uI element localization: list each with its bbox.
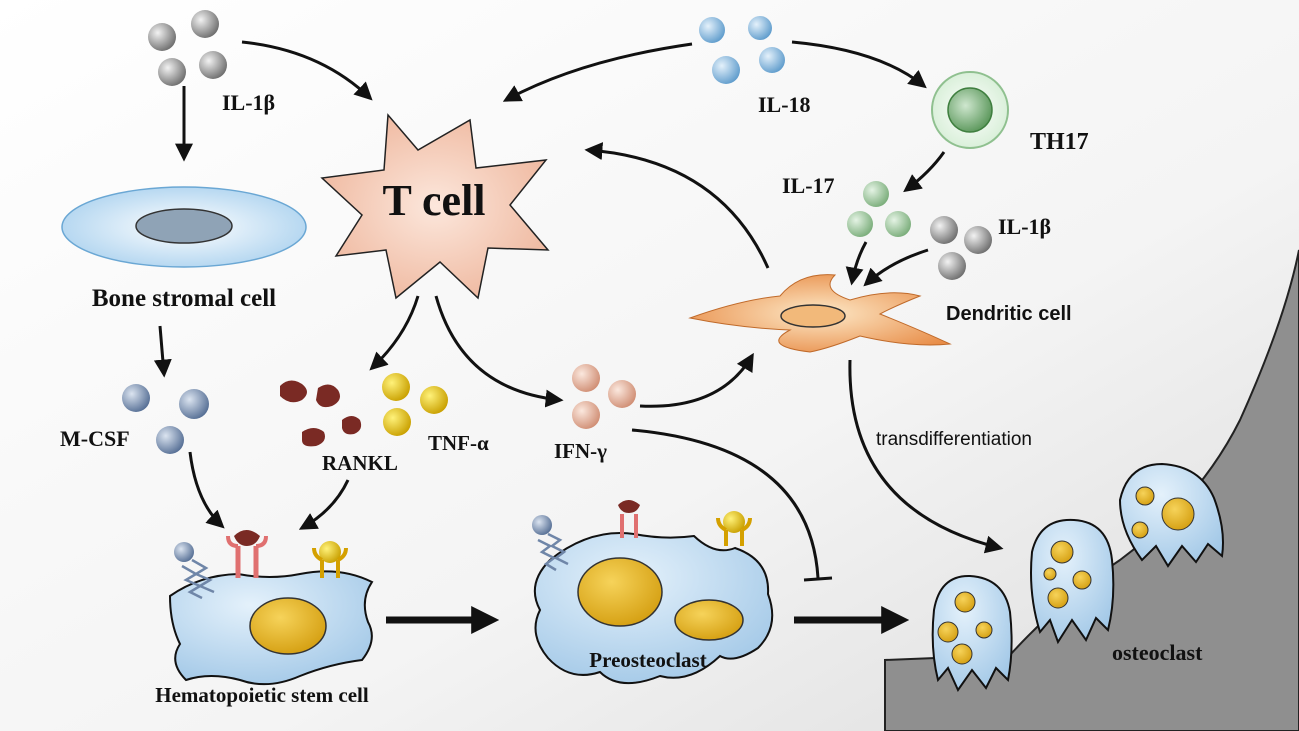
il18-cytokines	[699, 16, 785, 84]
inhibit-ifng-to-osteoclast	[631, 428, 820, 579]
pre-mcsf-receptor	[532, 515, 569, 572]
arrow-il1b-to-tcell	[241, 40, 373, 101]
transdiff-label: transdifferentiation	[876, 429, 1032, 450]
osteoclast-cell-3	[1118, 462, 1224, 568]
t-cell	[320, 113, 550, 300]
bone-stromal-label: Bone stromal cell	[92, 285, 276, 312]
arrow-il1b-to-dendritic	[863, 248, 929, 287]
il18-label: IL-18	[758, 92, 811, 117]
ifng-cytokines	[572, 364, 636, 429]
arrow-tcell-to-ifng	[434, 295, 564, 408]
mcsf-cytokines	[122, 384, 209, 454]
il17-cytokines	[847, 181, 911, 237]
il1b-right-label: IL-1β	[998, 214, 1051, 239]
t-cell-label: T cell	[382, 176, 485, 225]
arrow-dendritic-to-osteoclast	[848, 359, 1004, 554]
osteoclast-cell-1	[931, 574, 1013, 693]
mcsf-label: M-CSF	[60, 426, 130, 451]
hsc-label: Hematopoietic stem cell	[155, 683, 369, 707]
th17-label: TH17	[1030, 129, 1089, 155]
inhibit-bar	[803, 576, 833, 582]
pre-rank-receptor	[618, 500, 640, 538]
il1b-right-cytokines	[930, 216, 992, 280]
il1b-top-label: IL-1β	[222, 90, 275, 115]
rankl-molecules	[280, 380, 362, 447]
arrow-mcsf-to-hsc	[188, 451, 225, 529]
arrow-il18-to-tcell	[502, 42, 693, 102]
hsc-rank-receptor	[226, 530, 268, 578]
il17-label: IL-17	[782, 173, 835, 198]
ifng-label: IFN-γ	[554, 439, 607, 463]
pre-tnf-receptor	[716, 511, 752, 546]
th17-cell	[931, 71, 1009, 149]
hsc-tnf-receptor	[312, 541, 348, 578]
tnfa-label: TNF-α	[428, 431, 489, 455]
osteoclast-label: osteoclast	[1112, 640, 1203, 665]
arrow-rankl-to-hsc	[298, 479, 350, 530]
rankl-label: RANKL	[322, 451, 398, 475]
hsc-nucleus	[249, 597, 327, 655]
hsc-mcsf-receptor	[174, 542, 215, 600]
arrow-il18-to-th17	[791, 40, 927, 89]
bone-stromal-cell	[61, 186, 307, 268]
arrow-tcell-to-rankl	[369, 295, 420, 371]
preosteoclast-nucleus-1	[577, 557, 663, 627]
il1b-top-cytokines	[148, 10, 227, 86]
dendritic-label: Dendritic cell	[946, 303, 1072, 325]
osteoclast-cell-2	[1030, 518, 1115, 645]
dendritic-nucleus	[780, 304, 846, 328]
arrow-stromal-to-mcsf	[153, 325, 172, 378]
preosteoclast-label: Preosteoclast	[589, 648, 706, 672]
preosteoclast-nucleus-2	[674, 599, 744, 641]
tnf-molecules	[382, 373, 448, 436]
arrow-il17-to-dendritic	[845, 241, 868, 286]
arrow-ifng-to-dendritic	[639, 352, 754, 408]
arrow-th17-to-il17	[903, 151, 946, 193]
arrow-dendritic-to-tcell	[584, 142, 770, 269]
